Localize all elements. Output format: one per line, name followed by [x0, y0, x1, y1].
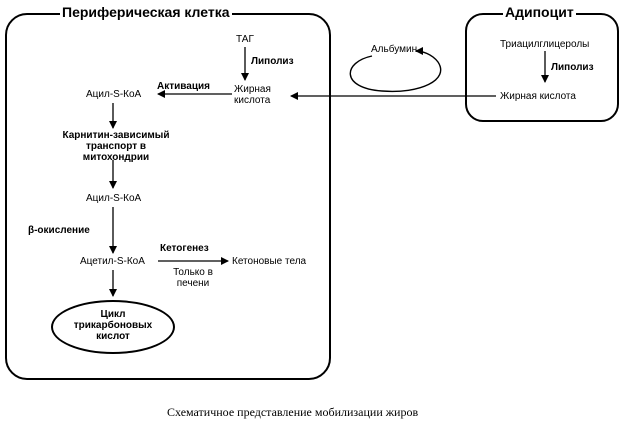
activation-label: Активация: [157, 81, 210, 92]
ketogenesis-label: Кетогенез: [160, 243, 209, 254]
albumin-label: Альбумин: [371, 44, 418, 55]
albumin-loop: [349, 47, 442, 93]
figure-caption: Схематичное представление мобилизации жи…: [167, 405, 419, 419]
ketone-bodies-label: Кетоновые тела: [232, 256, 307, 267]
adipocyte-fatty-acid-label: Жирная кислота: [500, 91, 576, 102]
acetyl-coa-label: Ацетил-S-КоА: [80, 256, 145, 267]
acyl-coa-label-1: Ацил-S-КоА: [86, 89, 142, 100]
fatty-acid-label: Жирная кислота: [234, 84, 271, 106]
tca-cycle-label: Цикл трикарбоновых кислот: [73, 309, 153, 342]
adipocyte-lipolysis-label: Липолиз: [551, 62, 594, 73]
lipolysis-label: Липолиз: [251, 56, 294, 67]
acyl-coa-label-2: Ацил-S-КоА: [86, 193, 142, 204]
triacylglycerols-label: Триацилглицеролы: [500, 39, 590, 50]
tag-label: ТАГ: [236, 34, 254, 45]
adipocyte-title: Адипоцит: [503, 4, 576, 20]
peripheral-cell-title: Периферическая клетка: [60, 4, 232, 20]
carnitine-transport-label: Карнитин-зависимый транспорт в митохондр…: [62, 130, 170, 163]
tca-cycle-ellipse: [51, 300, 175, 354]
beta-oxidation-label: β-окисление: [28, 225, 90, 236]
liver-only-label: Только в печени: [173, 267, 213, 289]
